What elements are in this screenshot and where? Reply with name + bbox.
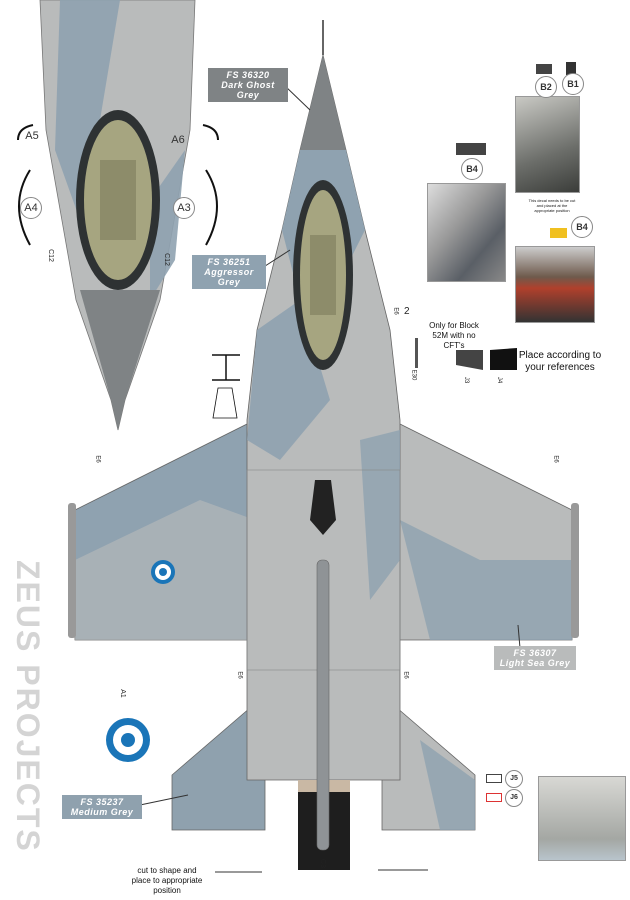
decal-j3: J3 — [463, 376, 470, 384]
decal-a4: A4 — [20, 197, 42, 219]
decal-c3: C3 — [318, 859, 326, 868]
decal-number-2: 2 — [404, 306, 410, 317]
decal-e6-low-left: E6 — [236, 671, 243, 679]
j6-decal-thumb — [486, 793, 502, 802]
paint-code: FS 35237 — [80, 797, 124, 807]
decal-e6-right: E6 — [552, 455, 559, 463]
paint-name: Medium Grey — [70, 807, 134, 817]
callout-b1: B1 — [562, 73, 584, 95]
reference-photo-j5-j6 — [538, 776, 626, 861]
decal-e6-top: E6 — [392, 307, 399, 315]
roundel-large — [106, 718, 150, 762]
decal-a1: A1 — [118, 689, 126, 698]
b4-yellow-decal-thumb — [550, 228, 567, 238]
decal-a3: A3 — [173, 197, 195, 219]
paint-name: Light Sea Grey — [499, 658, 571, 668]
callout-j5: J5 — [505, 770, 523, 788]
b4-decal-thumb — [456, 143, 486, 155]
callout-b2: B2 — [535, 76, 557, 98]
roundel-small — [151, 560, 175, 584]
decal-e6-low-right: E6 — [402, 671, 409, 679]
j5-decal-thumb — [486, 774, 502, 783]
reference-photo-wheel-bay — [515, 246, 595, 323]
callout-j6: J6 — [505, 789, 523, 807]
paint-code: FS 36251 — [207, 257, 251, 267]
callout-b4-right: B4 — [571, 216, 593, 238]
decal-e30: E30 — [410, 369, 417, 381]
callout-b4-left: B4 — [461, 158, 483, 180]
paint-label-light-sea-grey: FS 36307 Light Sea Grey — [494, 646, 576, 670]
j4-decal — [490, 348, 517, 370]
j3-decal — [456, 350, 483, 370]
decal-e6-left: E6 — [94, 455, 101, 463]
paint-code: FS 36320 — [226, 70, 270, 80]
decal-a6: A6 — [171, 134, 185, 146]
paint-label-medium-grey: FS 35237 Medium Grey — [62, 795, 142, 819]
decal-c12-left: C12 — [46, 249, 54, 262]
place-according-note: Place according to your references — [518, 350, 602, 373]
decal-j4: J4 — [496, 376, 503, 384]
paint-label-dark-ghost-grey: FS 36320 Dark Ghost Grey — [208, 68, 288, 102]
b1-b2-decal-thumbs — [536, 64, 552, 74]
reference-photo-landing-gear-main — [515, 96, 580, 193]
paint-name: Dark Ghost Grey — [221, 80, 275, 100]
nose-top-view — [17, 0, 219, 431]
block-52m-note: Only for Block 52M with no CFT's — [429, 321, 479, 350]
paint-name: Aggressor Grey — [204, 267, 254, 287]
b1-decal-thumb — [566, 62, 576, 75]
decal-c12-right: C12 — [162, 253, 170, 266]
reference-photo-landing-gear-strut — [427, 183, 506, 282]
main-aircraft-top-view — [68, 20, 579, 870]
decal-a5: A5 — [25, 130, 39, 142]
strip-decal — [415, 338, 418, 368]
cut-decal-note: This decal needs to be cut and placed at… — [528, 198, 576, 213]
cut-to-shape-note: cut to shape and place to appropriate po… — [131, 866, 203, 895]
paint-label-aggressor-grey: FS 36251 Aggressor Grey — [192, 255, 266, 289]
paint-code: FS 36307 — [513, 648, 557, 658]
pitot-decal — [212, 354, 240, 419]
